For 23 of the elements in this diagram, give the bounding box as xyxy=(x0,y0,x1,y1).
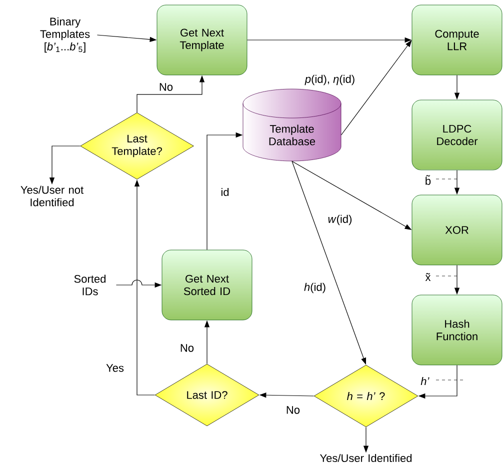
process-box: Get Next Sorted ID xyxy=(162,250,252,320)
input-text: Binary Templates [b’$_{1}$...b’$_{5}$] xyxy=(40,17,90,53)
edge-label: b̃ xyxy=(424,174,432,186)
edge-label: h’ xyxy=(420,376,430,386)
edge-label: No xyxy=(284,405,302,415)
process-box: Hash Function xyxy=(412,294,502,366)
edge-label: w(id) xyxy=(326,214,354,226)
input-text: Sorted IDs xyxy=(74,274,106,296)
edge-label: h(id) xyxy=(303,282,327,294)
process-box: Get Next Template xyxy=(156,4,248,76)
edge-label: No xyxy=(178,343,196,353)
edge-label: No xyxy=(158,82,174,92)
process-box: Compute LLR xyxy=(412,4,502,76)
edge-label: Yes xyxy=(105,363,125,373)
output-text: Yes/User Identified xyxy=(320,454,412,462)
edge-label: id xyxy=(220,186,230,198)
arrow xyxy=(340,40,412,136)
edge-label: p(id), η(id) xyxy=(304,74,356,86)
output-text: Yes/User not Identified xyxy=(20,186,84,206)
process-box: XOR xyxy=(412,194,502,266)
edge-label: x̃ xyxy=(424,272,432,282)
process-box: LDPC Decoder xyxy=(412,100,502,170)
database-cylinder: Template Database xyxy=(242,88,342,162)
